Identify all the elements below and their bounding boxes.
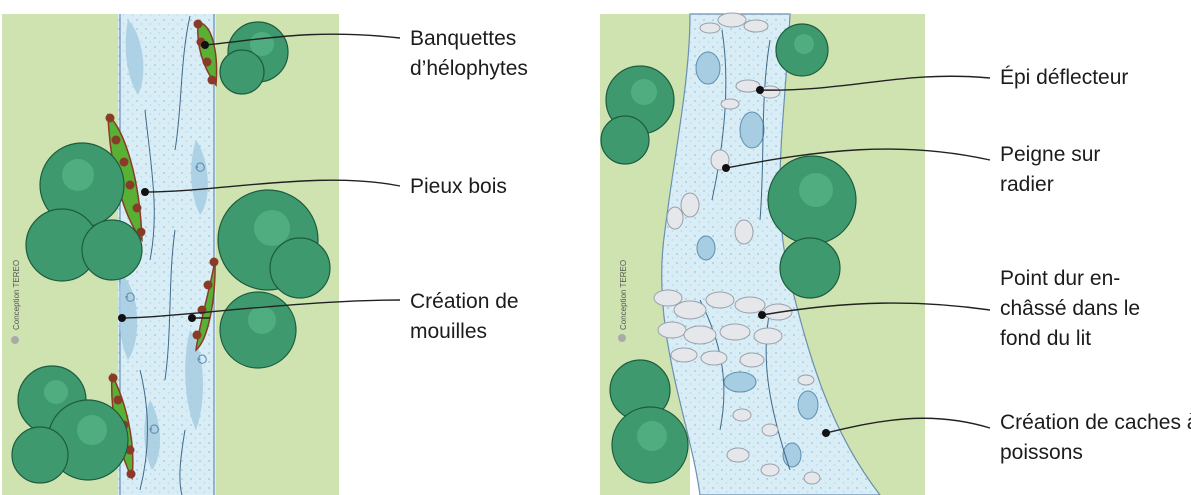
label-peigne-radier: Peigne sur radier	[1000, 140, 1100, 200]
label-banquettes: Banquettes d’hélophytes	[410, 24, 528, 84]
credit-text-right: Conception TEREO	[619, 260, 628, 330]
label-epi-deflecteur: Épi déflecteur	[1000, 63, 1128, 93]
label-caches-poissons: Création de caches à poissons	[1000, 408, 1191, 468]
label-creation-mouilles: Création de mouilles	[410, 287, 519, 347]
right-panel	[600, 13, 990, 495]
label-point-dur: Point dur en- châssé dans le fond du lit	[1000, 264, 1140, 354]
credit-text-left: Conception TEREO	[12, 260, 21, 330]
label-pieux-bois: Pieux bois	[410, 172, 507, 202]
left-panel	[2, 14, 400, 495]
